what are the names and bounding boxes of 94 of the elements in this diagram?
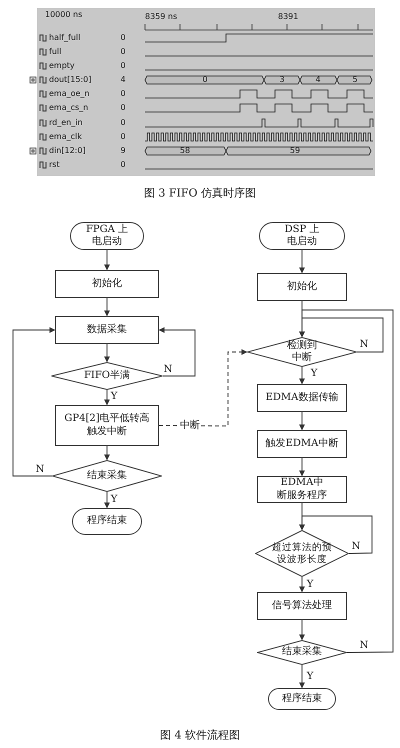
arrow xyxy=(299,250,305,274)
node-label: 触发EDMA中断 xyxy=(266,438,338,450)
signal-name: empty xyxy=(49,62,75,70)
node-label: 结束采集 xyxy=(87,470,127,482)
arrow xyxy=(104,492,110,508)
time-label: 10000 ns xyxy=(45,11,82,19)
signal-name: half_full xyxy=(49,34,80,42)
signal-value: 0 xyxy=(120,62,126,70)
arrow xyxy=(104,250,110,270)
arrow xyxy=(299,412,305,430)
arrow xyxy=(104,298,110,316)
arrow xyxy=(299,310,394,653)
process-box xyxy=(55,405,159,446)
node-label: 数据采集 xyxy=(87,324,127,336)
edge-label: N xyxy=(358,641,370,651)
edge-label: Y xyxy=(110,495,118,505)
edge-label: 中断 xyxy=(179,421,201,431)
edge-label: Y xyxy=(310,369,318,379)
signal-name: rst xyxy=(49,161,60,169)
node-label: 超过算法的预设波形长度 xyxy=(271,542,333,566)
node-label: FPGA 上电启动 xyxy=(85,224,129,248)
edge-label: N xyxy=(358,340,370,350)
arrow xyxy=(299,576,305,592)
arrow xyxy=(299,516,372,554)
arrow xyxy=(104,344,110,362)
signal-value: 0 xyxy=(120,133,126,141)
decision-diamond xyxy=(52,460,162,492)
signal-name: ema_cs_n xyxy=(49,104,88,112)
edge-label: Y xyxy=(306,580,314,590)
arrow xyxy=(12,327,56,476)
decision-diamond xyxy=(255,530,349,577)
node-label: 程序结束 xyxy=(282,692,322,706)
terminal-box xyxy=(268,688,336,710)
terminal-box xyxy=(72,508,142,535)
time-label: 8359 ns xyxy=(145,13,178,21)
bus-value: 3 xyxy=(279,76,285,84)
process-box xyxy=(257,592,347,620)
dashed-arrow xyxy=(158,349,248,426)
signal-name: rd_en_in xyxy=(49,119,83,127)
arrow xyxy=(104,446,110,460)
figure-caption: 图 4 软件流程图 xyxy=(160,730,240,740)
node-label: 程序结束 xyxy=(87,515,127,528)
node-label: 初始化 xyxy=(92,278,122,290)
decision-diamond xyxy=(51,362,163,390)
bus-value: 5 xyxy=(352,76,358,84)
terminal-box xyxy=(259,222,345,250)
bus-value: 4 xyxy=(315,76,321,84)
process-box xyxy=(55,316,159,344)
node-label: EDMA数据传输 xyxy=(266,392,338,404)
signal-value: 0 xyxy=(120,104,126,112)
signal-value: 0 xyxy=(120,34,126,42)
signal-value: 0 xyxy=(120,48,126,56)
figure-caption: 图 3 FIFO 仿真时序图 xyxy=(144,188,256,198)
process-box xyxy=(257,476,347,503)
process-box xyxy=(257,384,347,412)
node-label: EDMA中断服务程序 xyxy=(276,477,328,502)
arrow xyxy=(158,327,196,376)
signal-value: 9 xyxy=(120,147,126,155)
time-label: 8391 xyxy=(278,13,298,21)
edge-label: N xyxy=(350,542,362,552)
signal-value: 4 xyxy=(120,76,126,84)
process-box xyxy=(257,273,347,301)
bus-value: 0 xyxy=(202,76,208,84)
arrow xyxy=(104,390,110,406)
edge-label: N xyxy=(34,465,46,475)
edge-label: Y xyxy=(110,392,118,402)
edge-label: Y xyxy=(306,672,314,682)
process-box xyxy=(257,430,347,458)
node-label: 结束采集 xyxy=(282,646,322,659)
node-label: 检测到中断 xyxy=(286,340,318,364)
bus-value: 59 xyxy=(290,147,300,155)
signal-name: ema_clk xyxy=(49,133,82,141)
node-label: 初始化 xyxy=(287,280,317,294)
signal-name: ema_oe_n xyxy=(49,90,90,98)
bus-value: 58 xyxy=(180,147,190,155)
decision-diamond xyxy=(247,337,357,367)
signal-value: 0 xyxy=(120,119,126,127)
arrow xyxy=(299,366,305,384)
node-label: FIFO半满 xyxy=(84,370,130,382)
signal-name: din[12:0] xyxy=(49,147,86,155)
decision-diamond xyxy=(257,640,347,665)
signal-name: full xyxy=(49,48,62,56)
node-label: GP4[2]电平低转高触发中断 xyxy=(63,413,151,438)
node-label: DSP 上电启动 xyxy=(284,224,320,248)
process-box xyxy=(55,270,159,298)
signal-value: 0 xyxy=(120,90,126,98)
terminal-box xyxy=(70,222,144,250)
node-label: 信号算法处理 xyxy=(272,600,332,612)
arrow xyxy=(299,664,305,688)
edge-label: N xyxy=(162,365,174,375)
arrow xyxy=(299,620,305,640)
signal-value: 0 xyxy=(120,161,126,169)
signal-name: dout[15:0] xyxy=(49,76,92,84)
arrow xyxy=(299,458,305,476)
